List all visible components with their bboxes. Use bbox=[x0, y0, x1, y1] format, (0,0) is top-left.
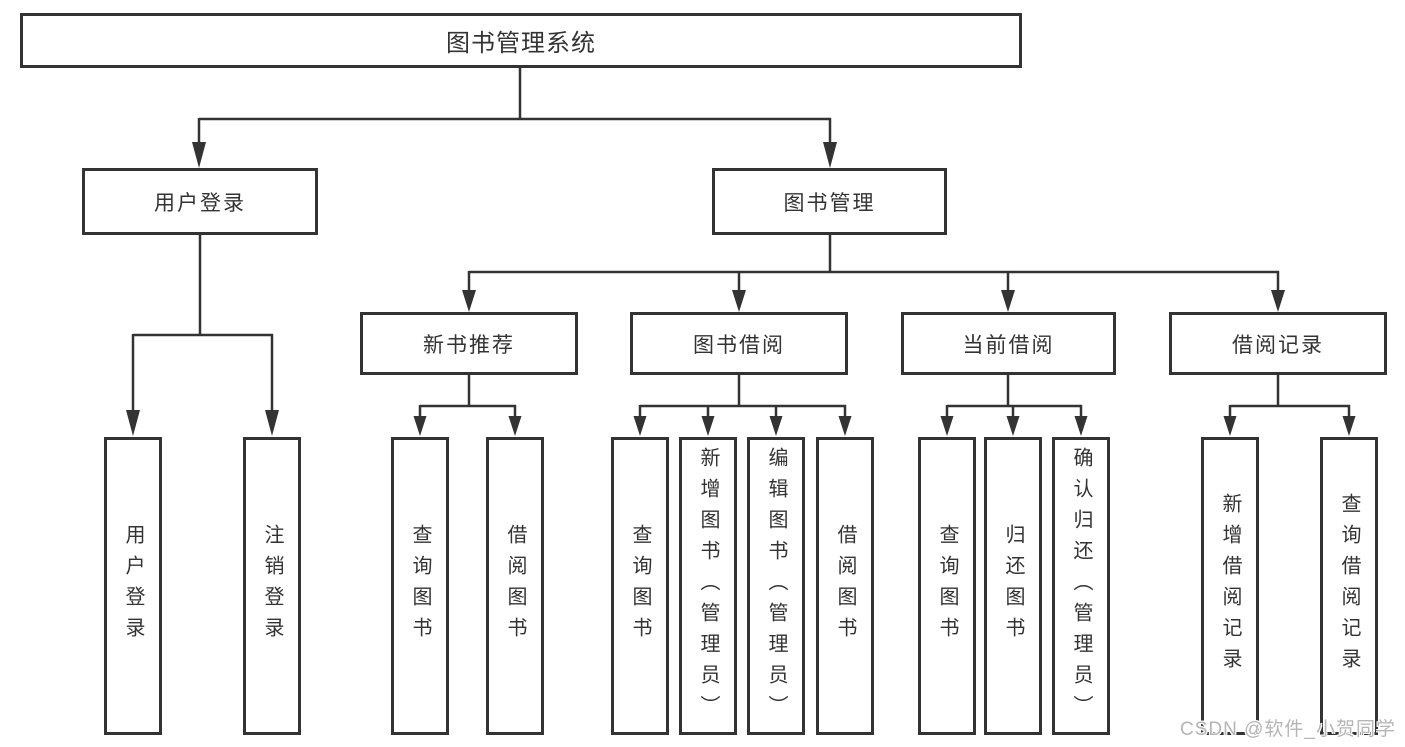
node-borrow-books-newbooks: 借阅图书 bbox=[486, 437, 544, 735]
node-borrow-books-borrowing: 借阅图书 bbox=[816, 437, 874, 735]
node-borrowing-records: 借阅记录 bbox=[1169, 312, 1387, 375]
node-book-management-branch: 图书管理 bbox=[712, 168, 947, 235]
node-user-login-branch: 用户登录 bbox=[82, 168, 318, 235]
node-query-books-newbooks: 查询图书 bbox=[391, 437, 449, 735]
node-query-books-current: 查询图书 bbox=[918, 437, 976, 735]
node-logout: 注销登录 bbox=[243, 437, 301, 735]
node-query-books-borrowing: 查询图书 bbox=[611, 437, 669, 735]
node-library-management-system: 图书管理系统 bbox=[20, 13, 1022, 68]
node-query-borrowing-record: 查询借阅记录 bbox=[1320, 437, 1378, 735]
node-add-books-admin: 新增图书（管理员） bbox=[679, 437, 737, 735]
node-edit-books-admin: 编辑图书（管理员） bbox=[747, 437, 805, 735]
node-confirm-return-admin: 确认归还（管理员） bbox=[1052, 437, 1110, 735]
node-add-borrowing-record: 新增借阅记录 bbox=[1201, 437, 1259, 735]
node-user-login-leaf: 用户登录 bbox=[104, 437, 162, 735]
csdn-watermark: CSDN @软件_小贺同学 bbox=[1180, 719, 1396, 740]
node-return-books: 归还图书 bbox=[984, 437, 1042, 735]
node-current-borrowing: 当前借阅 bbox=[901, 312, 1116, 375]
node-book-borrowing: 图书借阅 bbox=[630, 312, 848, 375]
node-new-book-recommendation: 新书推荐 bbox=[360, 312, 578, 375]
